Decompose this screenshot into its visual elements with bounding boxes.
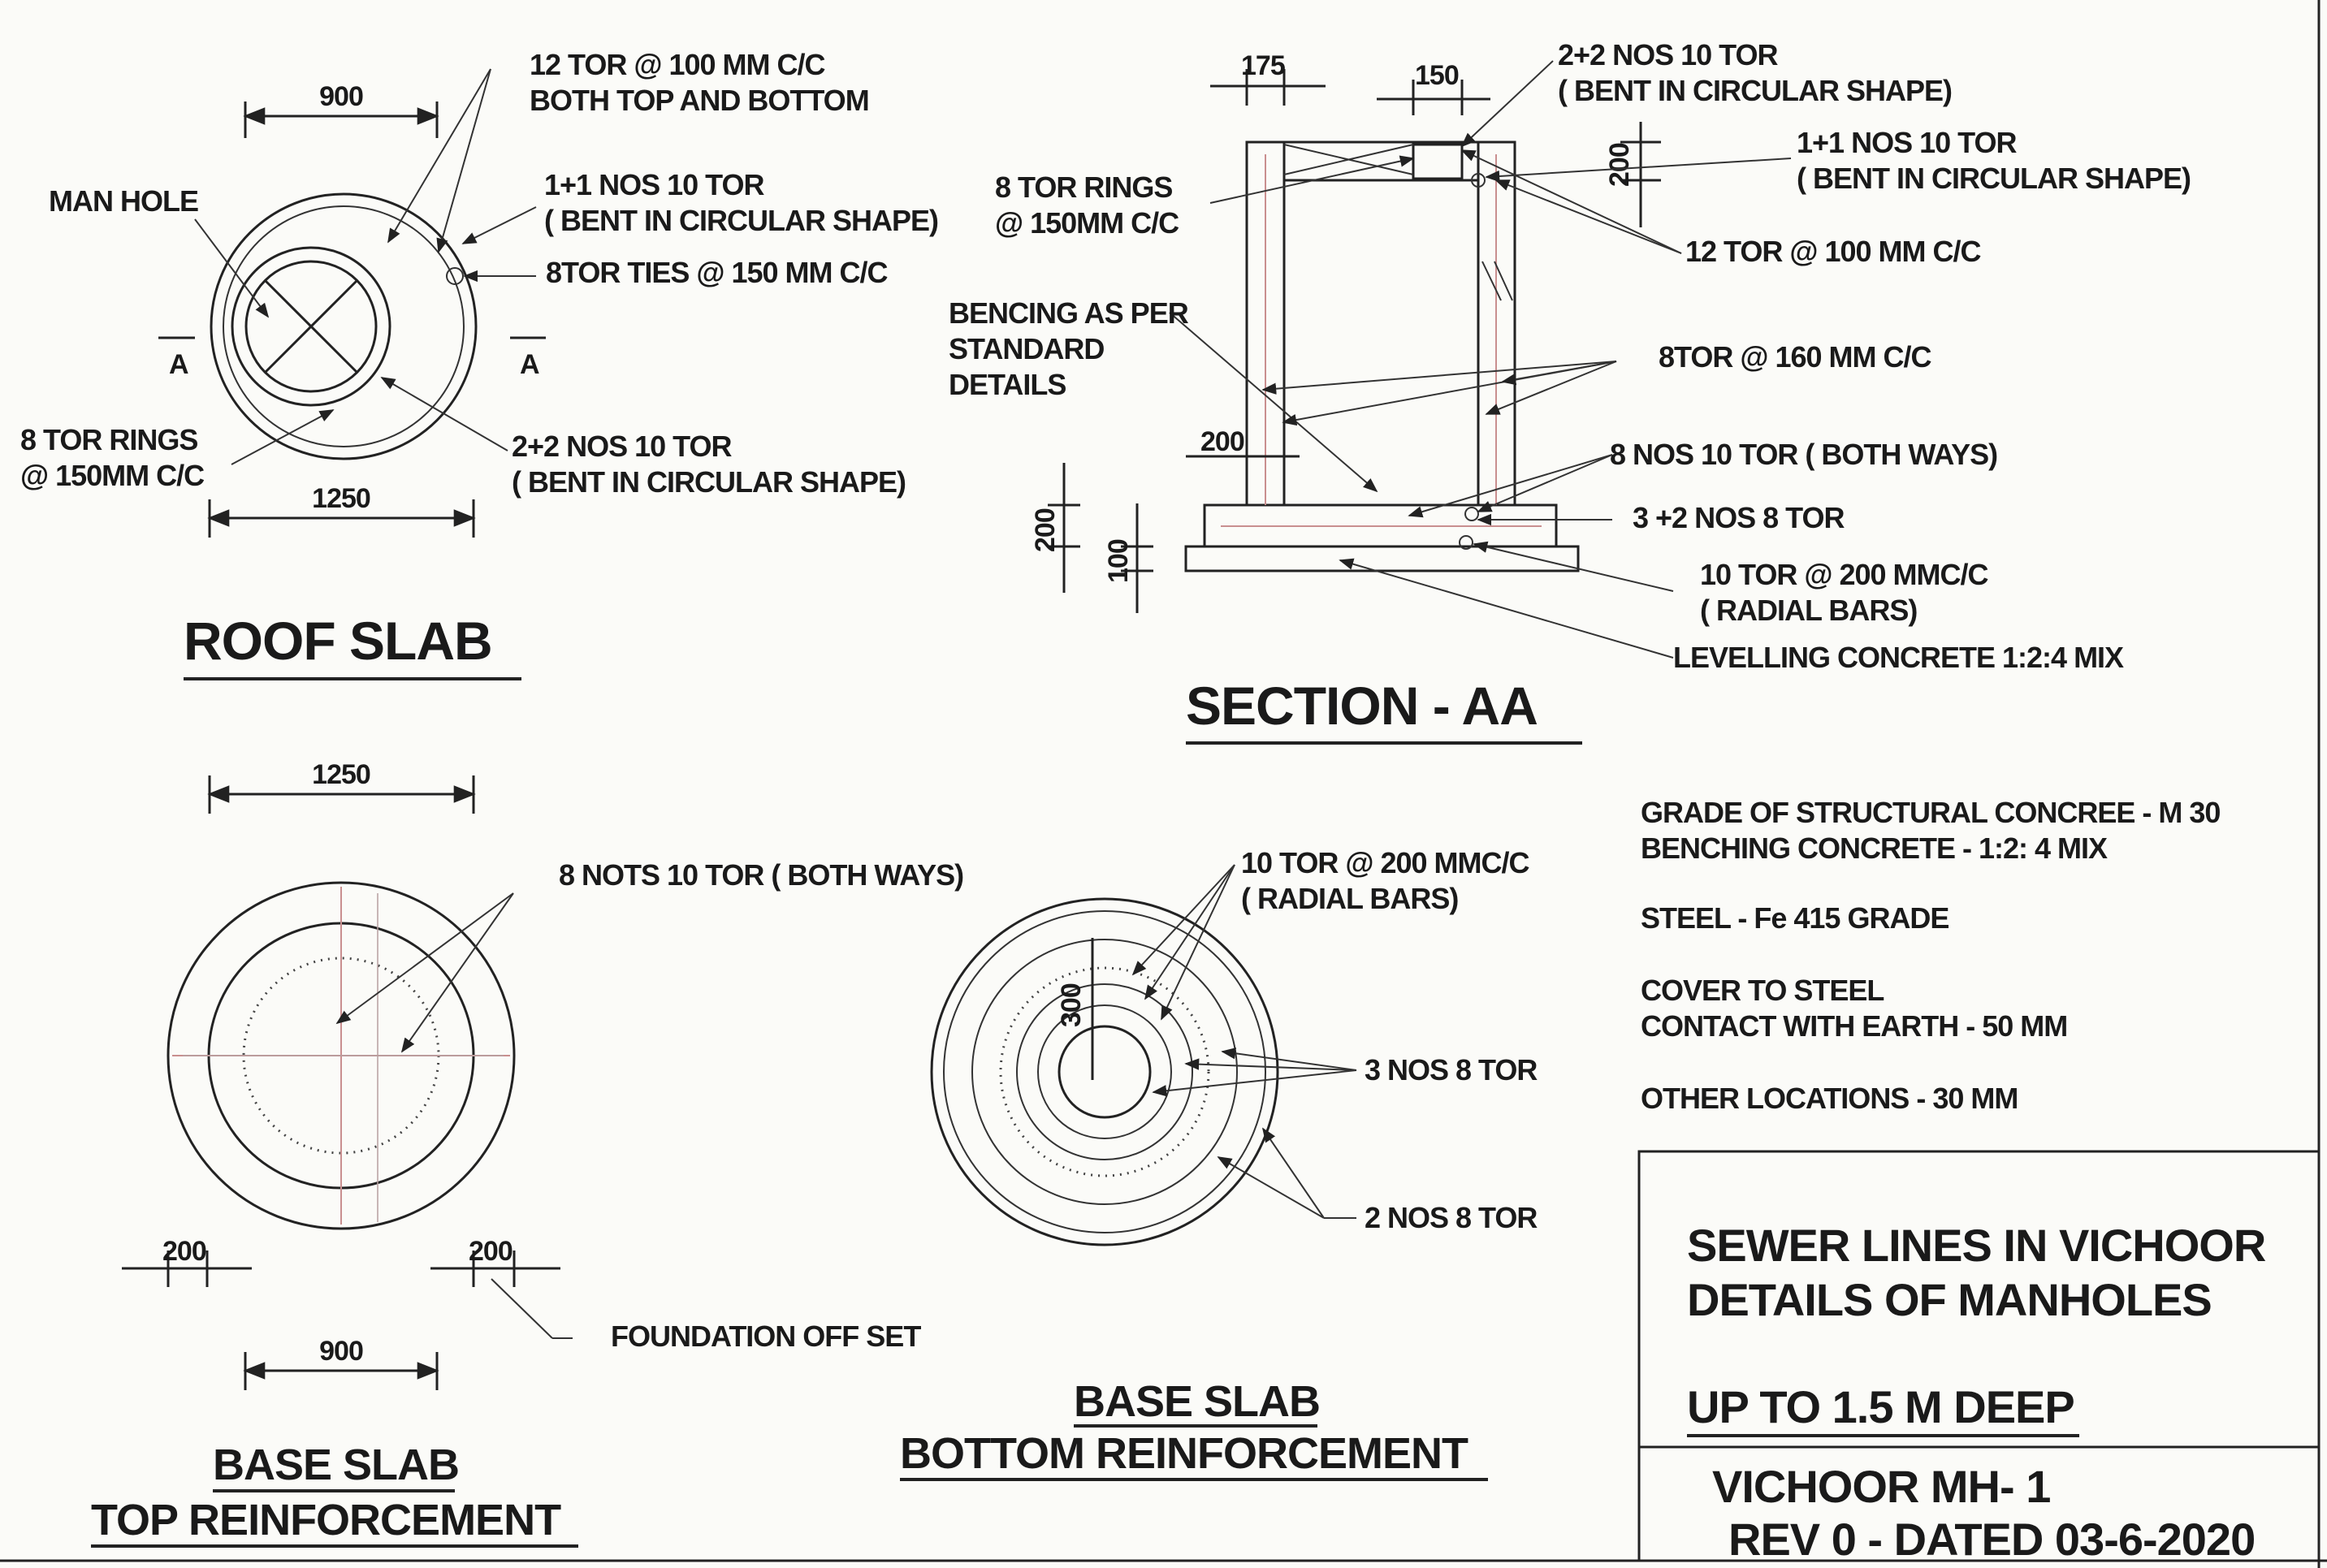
bottom-note-radial-2: ( RADIAL BARS)	[1241, 882, 1458, 915]
section-note-10: LEVELLING CONCRETE 1:2:4 MIX	[1673, 641, 2124, 674]
section-note-1a: 2+2 NOS 10 TOR	[1558, 38, 1778, 71]
base-slab	[1203, 503, 1558, 548]
title-line-5: REV 0 - DATED 03-6-2020	[1728, 1514, 2255, 1565]
dim-1250-base: 1250	[312, 759, 370, 790]
bottom-note-2nos: 2 NOS 8 TOR	[1365, 1201, 1538, 1234]
roof-slab-title: ROOF SLAB	[184, 611, 492, 671]
roof-note-22-1: 2+2 NOS 10 TOR	[512, 430, 732, 463]
dim-900-base: 900	[319, 1336, 363, 1367]
section-note-4a: 8 TOR RINGS	[995, 171, 1172, 204]
title-block: SEWER LINES IN VICHOOR DETAILS OF MANHOL…	[1637, 1150, 2321, 1565]
dim-200-base: 200	[1030, 508, 1061, 552]
base-slab-bottom-reinforcement: 300 10 TOR @ 200 MMC/C ( RADIAL BARS) 3 …	[900, 846, 1538, 1481]
manhole-cross	[263, 279, 359, 374]
dim-1250: 1250	[312, 483, 370, 514]
dim-200-roof: 200	[1604, 143, 1635, 187]
section-note-2b: ( BENT IN CIRCULAR SHAPE)	[1797, 162, 2191, 195]
section-note-9b: ( RADIAL BARS)	[1700, 594, 1917, 627]
roof-note-top-2: BOTH TOP AND BOTTOM	[530, 84, 869, 117]
section-mark-left: A	[169, 349, 188, 380]
section-note-9a: 10 TOR @ 200 MMC/C	[1700, 558, 1989, 591]
title-line-4: VICHOOR MH- 1	[1712, 1461, 2050, 1512]
manhole-opening-section	[1412, 143, 1464, 180]
roof-manhole-outer	[231, 246, 391, 407]
levelling-concrete	[1184, 545, 1580, 572]
section-note-5b: STANDARD	[949, 332, 1104, 365]
title-line-3: UP TO 1.5 M DEEP	[1687, 1381, 2074, 1432]
section-aa-title: SECTION - AA	[1186, 676, 1538, 736]
section-note-5c: DETAILS	[949, 368, 1066, 401]
note-cover-earth: CONTACT WITH EARTH - 50 MM	[1641, 1009, 2067, 1043]
note-steel: STEEL - Fe 415 GRADE	[1641, 901, 1949, 935]
roof-note-rings-1: 8 TOR RINGS	[20, 423, 197, 456]
general-notes: GRADE OF STRUCTURAL CONCREE - M 30 BENCH…	[1641, 796, 2221, 1115]
dim-200-left: 200	[162, 1236, 206, 1267]
section-note-3: 12 TOR @ 100 MM C/C	[1685, 235, 1982, 268]
dim-300: 300	[1056, 983, 1087, 1027]
ring-bar-symbol	[446, 267, 464, 285]
title-line-1: SEWER LINES IN VICHOOR	[1687, 1220, 2266, 1271]
dim-150: 150	[1415, 60, 1459, 91]
roof-note-22-2: ( BENT IN CIRCULAR SHAPE)	[512, 465, 906, 499]
bottom-note-3nos: 3 NOS 8 TOR	[1365, 1053, 1538, 1086]
note-cover-other: OTHER LOCATIONS - 30 MM	[1641, 1082, 2018, 1115]
section-note-5a: BENCING AS PER	[949, 296, 1189, 330]
base-top-title-1: BASE SLAB	[213, 1441, 459, 1489]
title-block-frame	[1637, 1150, 2321, 1562]
note-cover: COVER TO STEEL	[1641, 974, 1884, 1007]
bottom-slab-outline	[930, 897, 1279, 1246]
dim-100: 100	[1103, 539, 1134, 583]
base-top-note-offset: FOUNDATION OFF SET	[611, 1320, 921, 1353]
roof-note-ring-2: ( BENT IN CIRCULAR SHAPE)	[544, 204, 938, 237]
dim-175: 175	[1241, 50, 1285, 81]
section-note-2a: 1+1 NOS 10 TOR	[1797, 126, 2017, 159]
note-benching: BENCHING CONCRETE - 1:2: 4 MIX	[1641, 832, 2108, 865]
roof-slab-plan: 900 1250 A A MAN HOLE 12 TOR @ 100 MM C/…	[20, 48, 939, 680]
section-mark-right: A	[520, 349, 539, 380]
dim-200-right: 200	[469, 1236, 513, 1267]
center-opening	[1058, 1025, 1152, 1119]
note-concrete-grade: GRADE OF STRUCTURAL CONCREE - M 30	[1641, 796, 2220, 829]
section-note-7: 8 NOS 10 TOR ( BOTH WAYS)	[1610, 438, 1997, 471]
dim-900: 900	[319, 81, 363, 112]
section-note-6: 8TOR @ 160 MM C/C	[1659, 340, 1932, 374]
base-top-title-2: TOP REINFORCEMENT	[91, 1496, 561, 1544]
label-man-hole: MAN HOLE	[49, 184, 198, 218]
base-bottom-title-1: BASE SLAB	[1074, 1377, 1320, 1426]
title-line-2: DETAILS OF MANHOLES	[1687, 1274, 2212, 1325]
section-note-4b: @ 150MM C/C	[995, 206, 1179, 240]
bottom-note-radial-1: 10 TOR @ 200 MMC/C	[1241, 846, 1530, 879]
roof-manhole-opening	[244, 260, 378, 393]
base-bottom-title-2: BOTTOM REINFORCEMENT	[900, 1429, 1468, 1478]
roof-note-rings-2: @ 150MM C/C	[20, 459, 205, 492]
base-slab-outline	[167, 881, 516, 1230]
section-note-8: 3 +2 NOS 8 TOR	[1633, 501, 1845, 534]
roof-note-ties: 8TOR TIES @ 150 MM C/C	[546, 256, 889, 289]
section-note-1b: ( BENT IN CIRCULAR SHAPE)	[1558, 74, 1952, 107]
roof-note-top-1: 12 TOR @ 100 MM C/C	[530, 48, 826, 81]
base-top-note-bars: 8 NOTS 10 TOR ( BOTH WAYS)	[559, 858, 963, 892]
dim-200-wall: 200	[1200, 426, 1244, 457]
base-slab-top-reinforcement: 1250 200 200 900 8 NOTS 10 TOR ( BOTH WA…	[91, 759, 964, 1548]
roof-slab-outline	[210, 192, 478, 460]
roof-note-ring-1: 1+1 NOS 10 TOR	[544, 168, 764, 201]
roof-slab-ring	[223, 205, 465, 447]
section-aa: 175 150 200 200 200 100 2+2 NOS 10 TOR (…	[949, 38, 2191, 745]
